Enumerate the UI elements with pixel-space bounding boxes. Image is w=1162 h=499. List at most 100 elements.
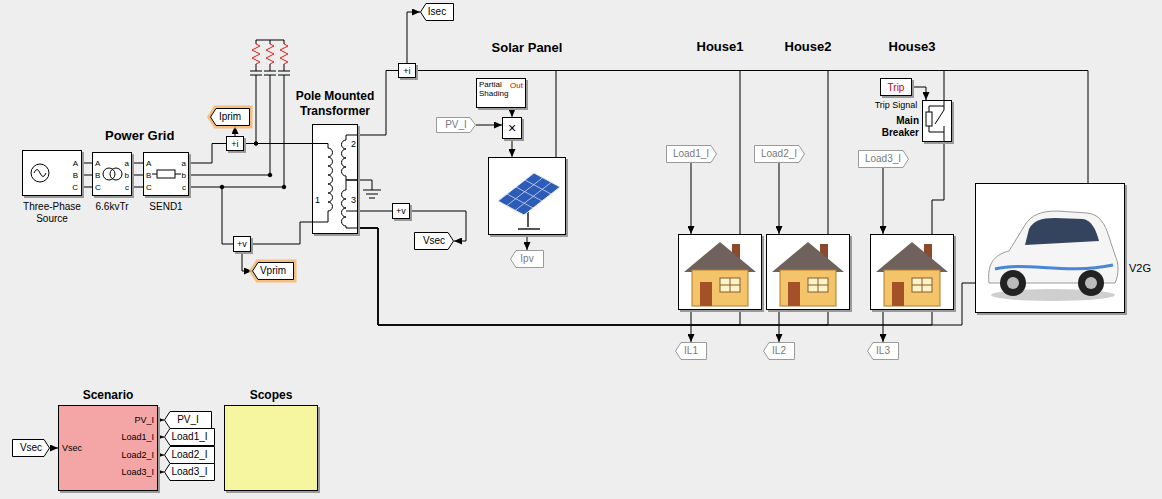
house-illustration [912,278,932,292]
port-label: B [95,171,100,181]
tag-label: Vsec [20,442,42,454]
sine-source-symbol [31,164,49,182]
solar-panel-illustration [507,178,552,211]
goto-tag: Load1_I [164,428,215,446]
house-illustration [692,270,748,306]
power-wire [358,228,828,325]
power-wire [416,71,1088,184]
tag-outline [858,151,908,168]
from-tag: Load2_I [754,145,805,163]
signal-line [883,168,884,234]
block-name: Scenario [83,388,134,403]
block-name: Three-Phase Source [12,201,92,225]
port-label: A [95,159,100,169]
trip-signal-block: TripTrip Signal [880,78,912,96]
highlight-glow [211,109,250,126]
block-name: 6.6kvTr [96,201,129,213]
tag-label: Load2_I [761,148,797,160]
highlight-glow [253,263,294,280]
tag-label: PV_I [445,119,467,131]
tag-outline [511,251,544,268]
goto-tag: Vsec [414,232,454,250]
car-illustration [1085,277,1097,289]
power-wire [132,163,143,164]
power-wire [358,228,932,325]
line-section-symbol [157,170,175,178]
group-heading: Power Grid [105,128,174,144]
tag-outline [211,109,250,126]
ground-symbol [358,180,381,198]
from-tag: Load1_I [666,145,717,163]
car-illustration [1025,218,1099,245]
block-background [922,100,952,142]
from-tag: Vsec [12,439,50,457]
signal-line [527,235,528,250]
operator-sign: × [508,120,516,136]
block-name: House2 [785,39,832,55]
house-illustration [892,282,904,306]
winding-number: 3 [351,195,356,205]
signal-line [691,163,692,234]
power-wire [82,187,92,188]
port-label: c [182,183,186,193]
scenario-subsystem: ScenarioVsecPV_ILoad1_ILoad2_ILoad3_I [58,405,158,491]
tag-outline [666,146,716,163]
port-label: b [182,171,186,181]
block-name: Pole Mounted Transformer [293,89,377,119]
block-name: Main Breaker [873,115,919,139]
transformer-block: 6.6kvTrABCabc [92,152,132,196]
port-label: C [72,183,78,193]
block-background [22,100,1125,313]
signal-line [512,139,513,157]
port-label: B [73,171,78,181]
tag-label: Ipv [520,253,533,265]
tag-label: PV_I [177,414,199,426]
measure-sign: +i [231,138,238,150]
breaker-symbol [929,106,944,132]
tag-label: Iprim [219,111,241,123]
house-illustration [788,282,800,306]
breaker-symbol [926,112,932,126]
power-wire [416,71,740,235]
goto-tag: Iprim [210,108,250,126]
tag-outline [165,447,215,464]
power-wire [251,222,312,244]
block-name: Solar Panel [492,40,563,56]
winding-number: 1 [315,195,320,205]
goto-tag: IL1 [675,342,707,360]
goto-tag: Ipv [510,250,544,268]
house-illustration [870,234,954,310]
house-illustration [772,242,844,272]
port-label: b [125,171,129,181]
block-name: Scopes [250,388,293,403]
block-background [92,152,132,196]
port-label: C [146,183,152,193]
port-label: Out [510,81,523,90]
power-wire [82,175,92,176]
capacitor-bank [264,40,276,175]
from-tag: Load3_I [858,150,909,168]
signal-line [158,437,164,438]
house-illustration [766,234,850,310]
tag-label: Isec [428,6,446,18]
signal-line [407,12,420,63]
house-illustration [808,278,828,292]
transformer-coil [342,135,358,180]
house-illustration [684,242,756,272]
solar-panel-illustration [498,173,560,215]
tag-label: Load3_I [865,153,901,165]
measure-sign: +v [396,205,406,217]
car-illustration [1078,270,1104,296]
power-wire [132,187,143,188]
signal-line [242,252,252,271]
signal-line [883,310,884,342]
tag-outline [421,4,454,21]
scopes-subsystem: Scopes [224,405,318,491]
house-illustration [766,234,850,310]
house-block: House2 [766,234,850,310]
capacitor-bank [278,40,290,187]
power-wire [358,211,392,212]
shading-block: Partial ShadingOut [476,78,526,108]
signal-line [779,310,780,342]
house-block: House3 [870,234,954,310]
